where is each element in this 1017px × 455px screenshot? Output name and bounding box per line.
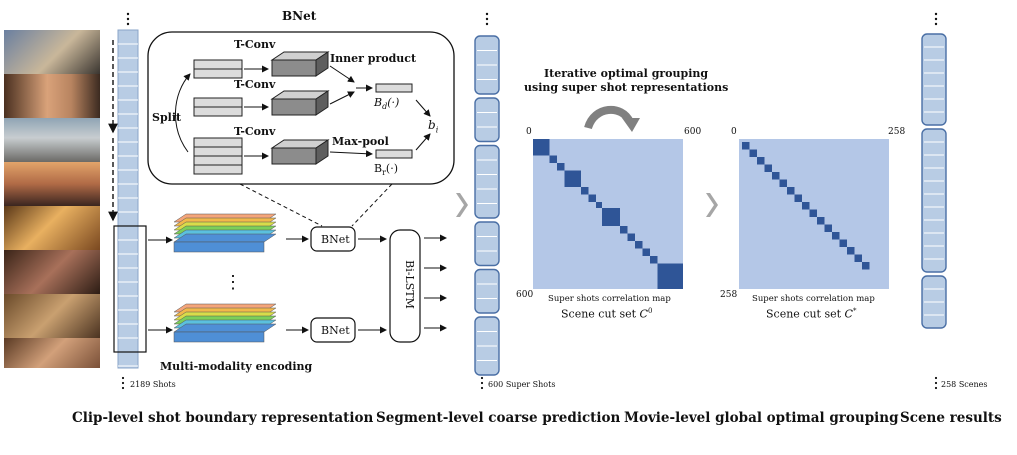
correlation-block (602, 208, 620, 226)
movie-frame (4, 294, 100, 338)
correlation-block (588, 194, 596, 202)
correlation-block (862, 262, 870, 270)
movie-frame (4, 162, 100, 206)
max-pool-label: Max-pool (332, 135, 389, 148)
correlation-block (802, 202, 810, 210)
scenes-count: 258 Scenes (941, 380, 988, 389)
segment-block (921, 33, 947, 126)
stack-ellipsis: ⋮ (224, 272, 242, 293)
bnet-module (147, 31, 455, 185)
caption-clip-level: Clip-level shot boundary representation (72, 410, 374, 426)
correlation-block (581, 187, 589, 195)
correlation-block (749, 149, 757, 157)
correlation-block (650, 256, 658, 264)
inner-product-label: Inner product (330, 52, 417, 65)
split-label: Split (152, 111, 182, 124)
map1-x0: 0 (526, 127, 532, 137)
map1-scene-cut: Scene cut set C0 (561, 307, 653, 321)
bnet-box-label-1: BNet (321, 233, 350, 246)
correlation-block (564, 170, 581, 187)
movie-frame (4, 250, 100, 294)
clip-window (113, 225, 147, 353)
correlation-block (809, 209, 817, 217)
br-label: Br(·) (374, 162, 399, 178)
movie-frame (4, 118, 100, 162)
bilstm-label: Bi-LSTM (402, 260, 416, 309)
scene-strip (921, 33, 947, 329)
feature-stack-top (173, 213, 277, 253)
encoding-label: Multi-modality encoding (160, 360, 313, 373)
correlation-block (596, 202, 602, 208)
shots-count: 2189 Shots (130, 380, 176, 389)
super-shot-strip (474, 35, 500, 376)
circular-arrow-icon (584, 105, 634, 130)
feature-layer (173, 323, 277, 333)
map2-scene-cut: Scene cut set C* (766, 307, 857, 321)
map2-title: Super shots correlation map (752, 294, 875, 304)
tconv-label-2: T-Conv (234, 78, 276, 91)
movie-frame (4, 74, 100, 118)
movie-frame (4, 338, 100, 368)
movie-frame (4, 30, 100, 74)
correlation-block (764, 164, 772, 172)
shot-strip (108, 29, 147, 369)
bd-label: Bd(·) (374, 96, 400, 112)
bilstm-box (389, 229, 421, 343)
correlation-block (657, 263, 683, 289)
correlation-block (635, 241, 643, 249)
segment-block (474, 221, 500, 267)
map1-xmax: 600 (684, 127, 702, 137)
map2-x0: 0 (731, 127, 737, 137)
correlation-block (772, 172, 780, 180)
bi-label: bi (428, 118, 439, 135)
iterative-label-1: Iterative optimal grouping (544, 67, 709, 80)
correlation-block (847, 247, 855, 255)
correlation-block (549, 155, 557, 163)
correlation-block (854, 254, 862, 262)
bnet-box-label-2: BNet (321, 324, 350, 337)
segment-block (921, 128, 947, 273)
movie-frames (4, 30, 100, 368)
map2-xmax: 258 (888, 127, 906, 137)
segment-block (474, 268, 500, 314)
correlation-block (794, 194, 802, 202)
super-shots-count: 600 Super Shots (488, 380, 556, 389)
map2-ymax: 258 (720, 290, 738, 300)
bnet-box-2 (310, 317, 356, 343)
bnet-title: BNet (282, 9, 317, 23)
caption-scene-results: Scene results (900, 410, 1002, 426)
correlation-block (642, 248, 650, 256)
correlation-block (627, 233, 635, 241)
bnet-box-1 (310, 226, 356, 252)
correlation-block (533, 139, 550, 156)
correlation-block (824, 224, 832, 232)
iterative-label-2: using super shot representations (524, 81, 729, 94)
correlation-block (742, 142, 750, 150)
correlation-block (779, 179, 787, 187)
chevron-right-icon (706, 193, 718, 217)
caption-movie-level: Movie-level global optimal grouping (624, 410, 899, 426)
correlation-block (832, 232, 840, 240)
tconv-label-1: T-Conv (234, 38, 276, 51)
chevron-right-icon (456, 193, 468, 217)
segment-block (474, 144, 500, 219)
correlation-block (817, 217, 825, 225)
segment-block (474, 97, 500, 143)
correlation-block (757, 157, 765, 165)
map1-ymax: 600 (516, 290, 534, 300)
correlation-block (620, 226, 628, 234)
tconv-label-3: T-Conv (234, 125, 276, 138)
feature-layer (173, 233, 277, 243)
correlation-block (787, 187, 795, 195)
caption-segment-level: Segment-level coarse prediction (376, 410, 621, 426)
map1-title: Super shots correlation map (548, 294, 671, 304)
correlation-map-258 (739, 139, 889, 289)
correlation-map-600 (533, 139, 683, 289)
correlation-block (557, 163, 565, 171)
correlation-block (839, 239, 847, 247)
feature-stack-bottom (173, 303, 277, 343)
movie-frame (4, 206, 100, 250)
